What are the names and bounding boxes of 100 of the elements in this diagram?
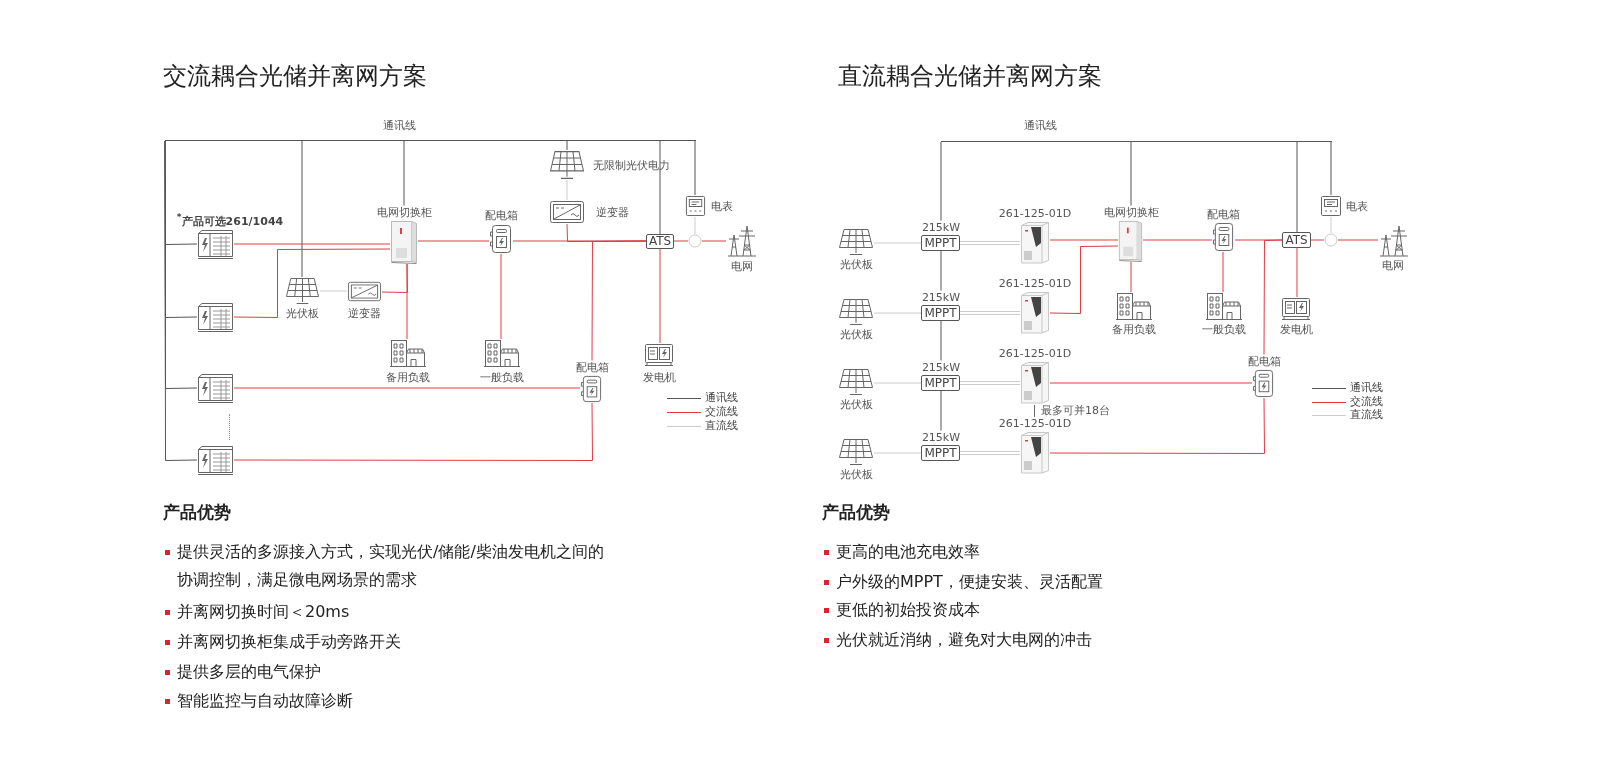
caption-label: $^{*}$产品可选261/1044 bbox=[176, 210, 284, 228]
bullet-item: 更低的初始投资成本 bbox=[822, 596, 1266, 624]
connector-line bbox=[1296, 247, 1298, 298]
bullet-item: 智能监控与自动故障诊断 bbox=[163, 687, 607, 715]
caption-label: 261-125-01D bbox=[998, 346, 1072, 360]
connector-line bbox=[233, 243, 391, 245]
bullet-item: 提供多层的电气保护 bbox=[163, 658, 607, 686]
bullet-item: 户外级的MPPT，便捷安装、灵活配置 bbox=[822, 568, 1266, 596]
connector-line bbox=[164, 140, 198, 461]
connector-line bbox=[659, 248, 661, 344]
connector-line bbox=[1049, 245, 1119, 314]
caption-label: 电网切换柜 bbox=[376, 205, 432, 219]
bus-label: 通讯线 bbox=[382, 118, 416, 132]
connector-line bbox=[591, 240, 647, 361]
caption-label: 配电箱 bbox=[1206, 207, 1240, 221]
bullet-item: 光伏就近消纳，避免对大电网的冲击 bbox=[822, 626, 1266, 654]
legend-label: 交流线 bbox=[1350, 394, 1383, 408]
connector-line bbox=[701, 240, 727, 242]
device-label-box: MPPT bbox=[921, 305, 960, 321]
connector-line bbox=[694, 140, 696, 196]
double-connector-line bbox=[959, 241, 1021, 245]
legend-label: 直流线 bbox=[705, 419, 738, 432]
caption-label: 电网切换柜 bbox=[1103, 205, 1159, 219]
device-label-box: MPPT bbox=[921, 235, 960, 251]
connector-line bbox=[1130, 141, 1132, 206]
caption-label: 配电箱 bbox=[1247, 354, 1281, 368]
note-text: 最多可并18台 bbox=[1034, 405, 1110, 417]
caption-label: 光伏板 bbox=[839, 257, 873, 271]
section-heading: 产品优势 bbox=[163, 501, 231, 524]
legend-label: 通讯线 bbox=[705, 391, 738, 404]
caption-label: 配电箱 bbox=[484, 208, 518, 222]
rating-label: 215kW bbox=[921, 290, 961, 304]
connector-line bbox=[940, 250, 942, 291]
device-label-box: ATS bbox=[646, 234, 674, 249]
connector-line bbox=[1049, 397, 1265, 454]
caption-label: 一般负载 bbox=[480, 370, 524, 384]
bullet-item: 并离网切换时间＜20ms bbox=[163, 598, 607, 626]
connector-line bbox=[1296, 141, 1298, 233]
legend-label: 交流线 bbox=[705, 405, 738, 418]
legend-label: 通讯线 bbox=[1350, 381, 1383, 394]
caption-label: 电表 bbox=[711, 199, 733, 213]
connector-line bbox=[1130, 261, 1132, 293]
caption-label: 逆变器 bbox=[347, 306, 381, 320]
caption-label: 光伏板 bbox=[839, 397, 873, 411]
connector-line bbox=[233, 248, 391, 318]
bullet-item: 更高的电池充电效率 bbox=[822, 538, 1266, 566]
panel-heading: 交流耦合光储并离网方案 bbox=[163, 61, 427, 92]
connector-line bbox=[673, 240, 689, 242]
device-label-box: MPPT bbox=[921, 375, 960, 391]
rating-label: 215kW bbox=[921, 360, 961, 374]
bullet-item: 提供灵活的多源接入方式，实现光伏/储能/柴油发电机之间的协调控制，满足微电网场景的需求 bbox=[163, 538, 607, 594]
caption-label: 261-125-01D bbox=[998, 206, 1072, 220]
connector-line bbox=[417, 240, 490, 242]
caption-label: 一般负载 bbox=[1202, 322, 1246, 336]
caption-label: 配电箱 bbox=[575, 360, 609, 374]
connector-line bbox=[659, 140, 661, 235]
legend-label: 直流线 bbox=[1350, 408, 1383, 421]
connector-line bbox=[1337, 239, 1379, 241]
caption-label: 备用负载 bbox=[1112, 322, 1156, 336]
connector-line bbox=[301, 140, 303, 278]
rating-label: 215kW bbox=[921, 430, 961, 444]
caption-label: 电表 bbox=[1346, 199, 1368, 213]
caption-label: 电网 bbox=[1382, 258, 1404, 272]
caption-label: 无限制光伏电力 bbox=[592, 158, 670, 172]
connector-line bbox=[1142, 239, 1213, 241]
connector-line bbox=[940, 141, 942, 221]
caption-label: 261-125-01D bbox=[998, 276, 1072, 290]
caption-label: 光伏板 bbox=[285, 306, 319, 320]
connector-line bbox=[1049, 239, 1119, 241]
bullet-item: 并离网切换柜集成手动旁路开关 bbox=[163, 628, 607, 656]
caption-label: 发电机 bbox=[1279, 322, 1313, 336]
caption-label: 261-125-01D bbox=[998, 416, 1072, 430]
caption-label: 光伏板 bbox=[839, 327, 873, 341]
double-connector-line bbox=[959, 451, 1021, 455]
caption-label: 逆变器 bbox=[595, 205, 629, 219]
connector-line bbox=[1049, 382, 1253, 384]
double-connector-line bbox=[959, 381, 1021, 385]
connector-line bbox=[940, 390, 942, 431]
panel-heading: 直流耦合光储并离网方案 bbox=[838, 61, 1102, 92]
connector-line bbox=[1263, 239, 1283, 355]
rating-label: 215kW bbox=[921, 220, 961, 234]
connector-line bbox=[566, 140, 568, 151]
connector-line bbox=[233, 402, 593, 461]
caption-label: 发电机 bbox=[642, 370, 676, 384]
device-label-box: MPPT bbox=[921, 445, 960, 461]
caption-label: 备用负载 bbox=[386, 370, 430, 384]
connector-line bbox=[403, 140, 405, 206]
bus-label: 通讯线 bbox=[1023, 118, 1057, 132]
connector-line bbox=[1222, 251, 1224, 293]
connector-line bbox=[1330, 141, 1332, 196]
section-heading: 产品优势 bbox=[822, 501, 890, 524]
connector-line bbox=[406, 263, 408, 340]
connector-line bbox=[1310, 239, 1325, 241]
caption-label: 电网 bbox=[731, 259, 753, 273]
double-connector-line bbox=[959, 311, 1021, 315]
caption-label: 光伏板 bbox=[839, 467, 873, 481]
connector-line bbox=[500, 253, 502, 340]
device-label-box: ATS bbox=[1282, 232, 1311, 248]
connector-line bbox=[233, 387, 581, 389]
connector-line bbox=[940, 320, 942, 361]
